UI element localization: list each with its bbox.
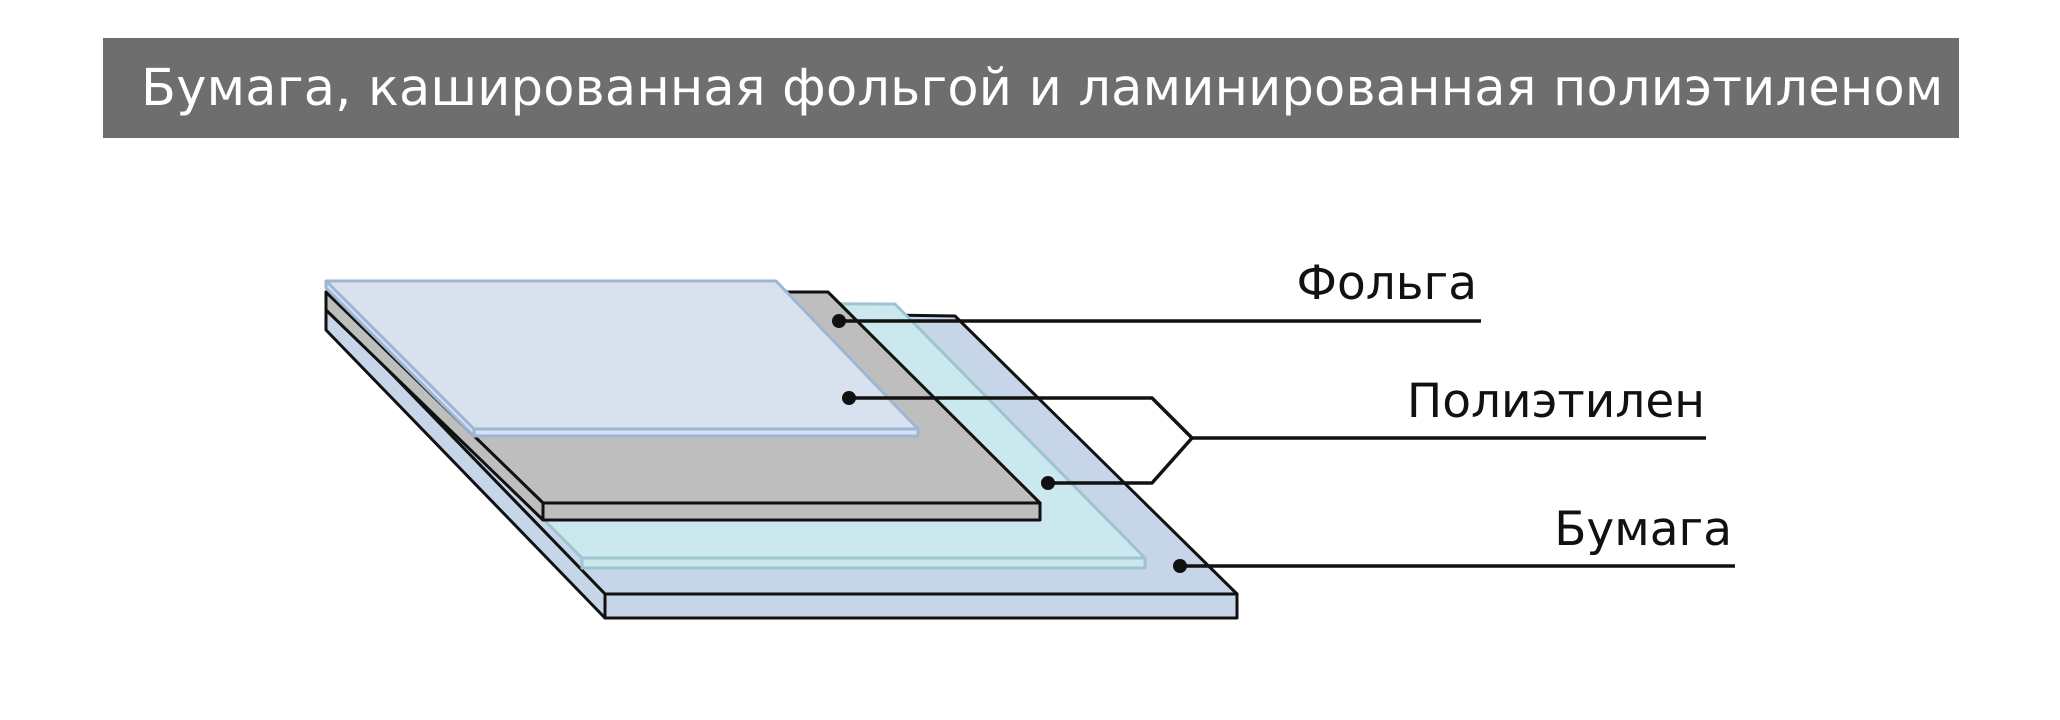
polyethylene-top-layer — [324, 279, 920, 438]
leader-polyethylene-line — [849, 396, 1706, 440]
label-paper: Бумага — [1554, 502, 1732, 557]
title-bar: Бумага, кашированная фольгой и ламиниров… — [103, 38, 1959, 138]
leader-polyethylene — [842, 391, 1706, 490]
polyethylene-bottom-front-face — [580, 556, 1147, 570]
label-polyethylene: Полиэтилен — [1407, 374, 1705, 429]
page-title: Бумага, кашированная фольгой и ламиниров… — [141, 58, 1944, 118]
foil-front-face — [541, 501, 1042, 522]
leader-paper — [1173, 559, 1735, 573]
polyethylene-top-front-face — [472, 427, 920, 438]
label-foil: Фольга — [1297, 256, 1477, 311]
leader-polyethylene-line-lower — [1048, 436, 1194, 485]
paper-front-face — [603, 592, 1239, 620]
leader-foil — [832, 314, 1481, 328]
